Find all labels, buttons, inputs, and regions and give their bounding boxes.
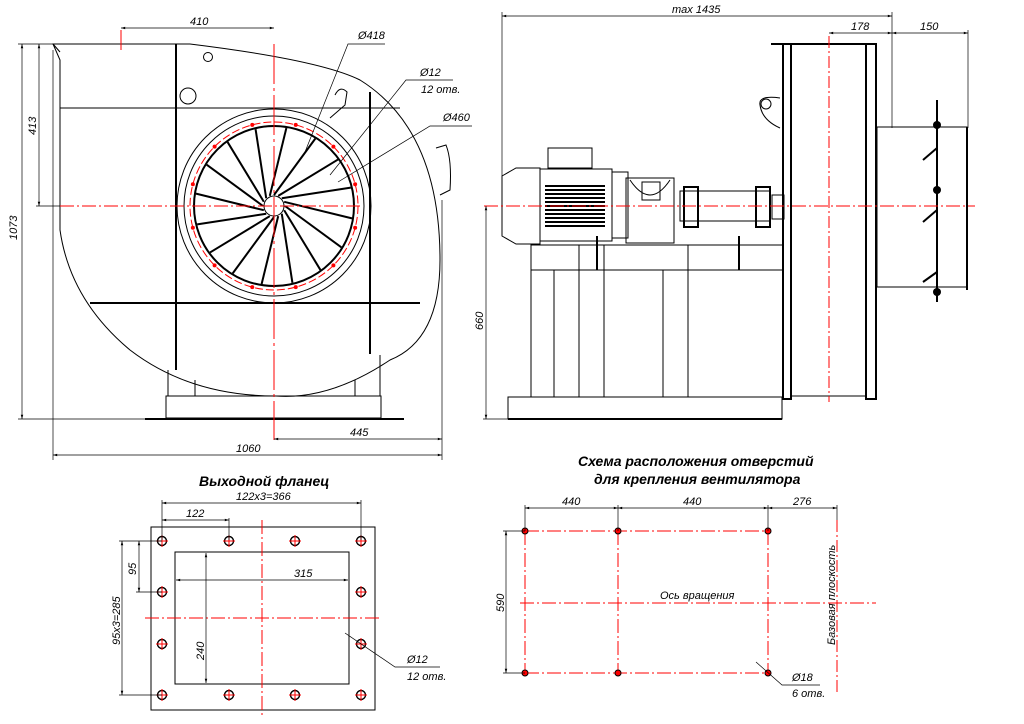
mount-hole-dia: Ø18 <box>791 672 814 684</box>
impeller-blade <box>283 209 322 271</box>
leader-12 <box>329 79 453 176</box>
dim-178: 178 <box>851 21 870 33</box>
dim-410: 410 <box>190 16 209 28</box>
inlet-flange-hole <box>293 285 298 290</box>
casing-side-wall <box>782 43 792 400</box>
outlet-hole <box>289 535 301 547</box>
mounting-hole <box>614 669 622 677</box>
mounting-title-line2: для крепления вентилятора <box>594 471 801 487</box>
dim-660: 660 <box>474 311 486 330</box>
side-view: max 1435 178 150 660 <box>474 4 975 420</box>
dim-240: 240 <box>195 641 207 661</box>
inlet-flange-hole <box>212 263 217 268</box>
outlet-flange-title: Выходной фланец <box>199 473 329 489</box>
impeller-blade <box>254 129 268 199</box>
bearing-1 <box>683 186 699 228</box>
inlet-flange-hole <box>331 263 336 268</box>
inlet-cone <box>865 43 877 400</box>
impeller-blade <box>284 205 342 249</box>
outlet-hole <box>156 638 168 650</box>
terminal-box <box>547 147 593 169</box>
impeller-blade <box>195 192 265 212</box>
impeller-blade <box>281 186 351 200</box>
small-port <box>203 52 213 62</box>
outlet-hole <box>355 689 367 701</box>
inlet-flange-holes <box>190 122 358 290</box>
inlet-flange-hole <box>353 182 358 187</box>
dim-150: 150 <box>920 21 939 33</box>
dim-dia-418: Ø418 <box>357 30 386 42</box>
hole-count-12: 12 отв. <box>421 84 460 96</box>
front-view: 410 1073 413 1060 445 Ø418 Ø12 12 отв. Ø… <box>8 16 472 460</box>
dim-413: 413 <box>27 116 39 135</box>
outlet-flange-view: Выходной фланец 122x3=366 122 95 95x3=28… <box>111 473 446 718</box>
outlet-hole-count: 12 отв. <box>407 671 446 683</box>
inlet-flange-hole <box>190 182 195 187</box>
impeller-blades <box>195 127 353 285</box>
dim-1073: 1073 <box>8 215 20 240</box>
dim-276: 276 <box>792 496 812 508</box>
leader-outlet-hole <box>344 632 440 668</box>
drain-port <box>179 87 197 105</box>
dim-445: 445 <box>350 427 369 439</box>
lifting-lug <box>329 88 348 119</box>
dim-315: 315 <box>294 568 313 580</box>
dim-dia-12: Ø12 <box>419 67 441 79</box>
bearing-2 <box>755 186 771 228</box>
handle-icon <box>435 144 451 196</box>
inlet-flange-hole <box>331 144 336 149</box>
dim-285: 95x3=285 <box>111 595 123 645</box>
casing-outline <box>52 43 441 397</box>
support-frame-top <box>530 244 784 271</box>
leader-mount-hole <box>755 661 820 686</box>
impeller-blade <box>226 141 265 203</box>
leader-418 <box>304 43 385 153</box>
dim-dia-460: Ø460 <box>442 112 471 124</box>
outlet-hole-dia: Ø12 <box>406 654 428 666</box>
outlet-hole <box>289 689 301 701</box>
inlet-damper <box>876 100 968 302</box>
inlet-flange-hole <box>250 122 255 127</box>
coupling-guard <box>625 177 675 244</box>
support-frame <box>530 269 784 398</box>
casing-edge <box>52 43 61 53</box>
impeller-blade <box>206 163 264 207</box>
outlet-hole <box>355 586 367 598</box>
impeller-blade <box>283 200 353 220</box>
side-lifting-lug <box>759 96 781 129</box>
electric-motor <box>501 147 629 245</box>
impeller-blade <box>209 215 271 254</box>
dim-1060: 1060 <box>236 443 261 455</box>
dim-max-1435: max 1435 <box>672 4 721 16</box>
impeller-blade <box>268 127 288 197</box>
impeller-blade <box>260 215 280 285</box>
mount-hole-count: 6 отв. <box>792 688 825 700</box>
dim-440-b: 440 <box>683 496 702 508</box>
inlet-flange-hole <box>250 285 255 290</box>
impeller-blade <box>197 212 267 226</box>
impeller-blade <box>277 158 339 197</box>
dim-366: 122x3=366 <box>236 491 292 503</box>
dim-440-a: 440 <box>562 496 581 508</box>
impeller-blade <box>273 138 317 196</box>
dim-590: 590 <box>495 593 507 612</box>
dim-95: 95 <box>127 562 139 575</box>
mounting-title-line1: Схема расположения отверстий <box>578 453 814 469</box>
inlet-flange-hole <box>353 225 358 230</box>
impeller-blade <box>231 216 275 274</box>
inlet-flange-hole <box>212 144 217 149</box>
base-plane-label: Базовая плоскость <box>826 544 838 645</box>
dim-122: 122 <box>186 508 204 520</box>
inlet-flange-hole <box>190 225 195 230</box>
side-base-plate <box>507 396 783 420</box>
impeller-blade <box>280 213 294 283</box>
mounting-holes <box>521 527 772 677</box>
inlet-flange-hole <box>293 122 298 127</box>
leader-460 <box>337 125 472 183</box>
mounting-scheme-view: Схема расположения отверстий для креплен… <box>495 453 876 700</box>
outlet-hole <box>223 689 235 701</box>
rotation-axis-label: Ось вращения <box>660 590 735 602</box>
